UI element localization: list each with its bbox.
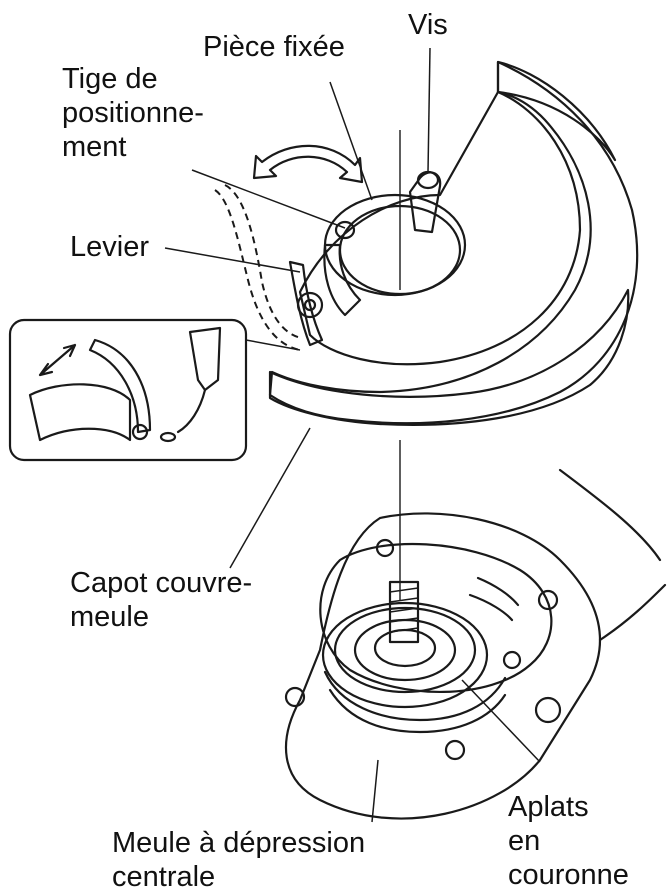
inset-detail: [8, 318, 248, 462]
label-levier: Levier: [70, 231, 149, 263]
leader-lines: [164, 47, 541, 823]
label-aplats-en-couronne: Aplats en couronne: [508, 791, 629, 891]
wheel-guard: [214, 60, 639, 426]
label-capot-couvre-meule: Capot couvre- meule: [70, 567, 253, 633]
label-piece-fixee: Pièce fixée: [203, 31, 345, 63]
label-vis: Vis: [408, 9, 448, 41]
label-meule-a-depression-centrale: Meule à dépression centrale: [112, 827, 366, 893]
label-tige-de-positionnement: Tige de positionne- ment: [62, 63, 204, 163]
grinder-head: [284, 440, 667, 820]
